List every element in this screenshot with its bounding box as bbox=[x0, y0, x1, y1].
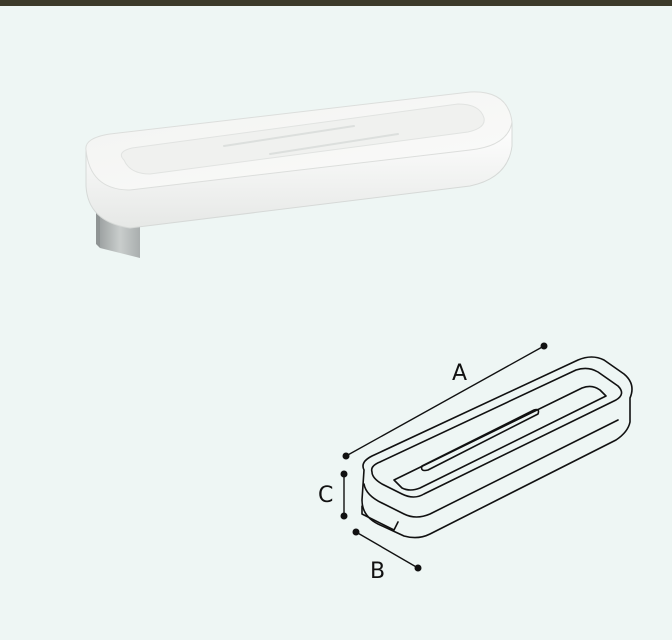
shelf-product-photo bbox=[85, 91, 513, 258]
dimension-drawing: A C B bbox=[318, 342, 633, 584]
tray-bracket bbox=[361, 505, 399, 531]
tray-drain-slot bbox=[420, 408, 540, 472]
tray-inner bbox=[393, 385, 607, 491]
dimension-a: A bbox=[342, 342, 548, 460]
tray-front-edge bbox=[363, 419, 619, 518]
tray-rim-inner bbox=[370, 367, 623, 498]
dimension-c-label: C bbox=[318, 483, 333, 508]
dimension-b: B bbox=[352, 528, 422, 584]
top-bar bbox=[0, 0, 672, 6]
shelf-body bbox=[85, 91, 513, 229]
dimension-c: C bbox=[318, 470, 348, 520]
dimension-a-label: A bbox=[452, 361, 467, 386]
dimension-b-label: B bbox=[370, 559, 385, 584]
tray-outline bbox=[361, 356, 633, 539]
